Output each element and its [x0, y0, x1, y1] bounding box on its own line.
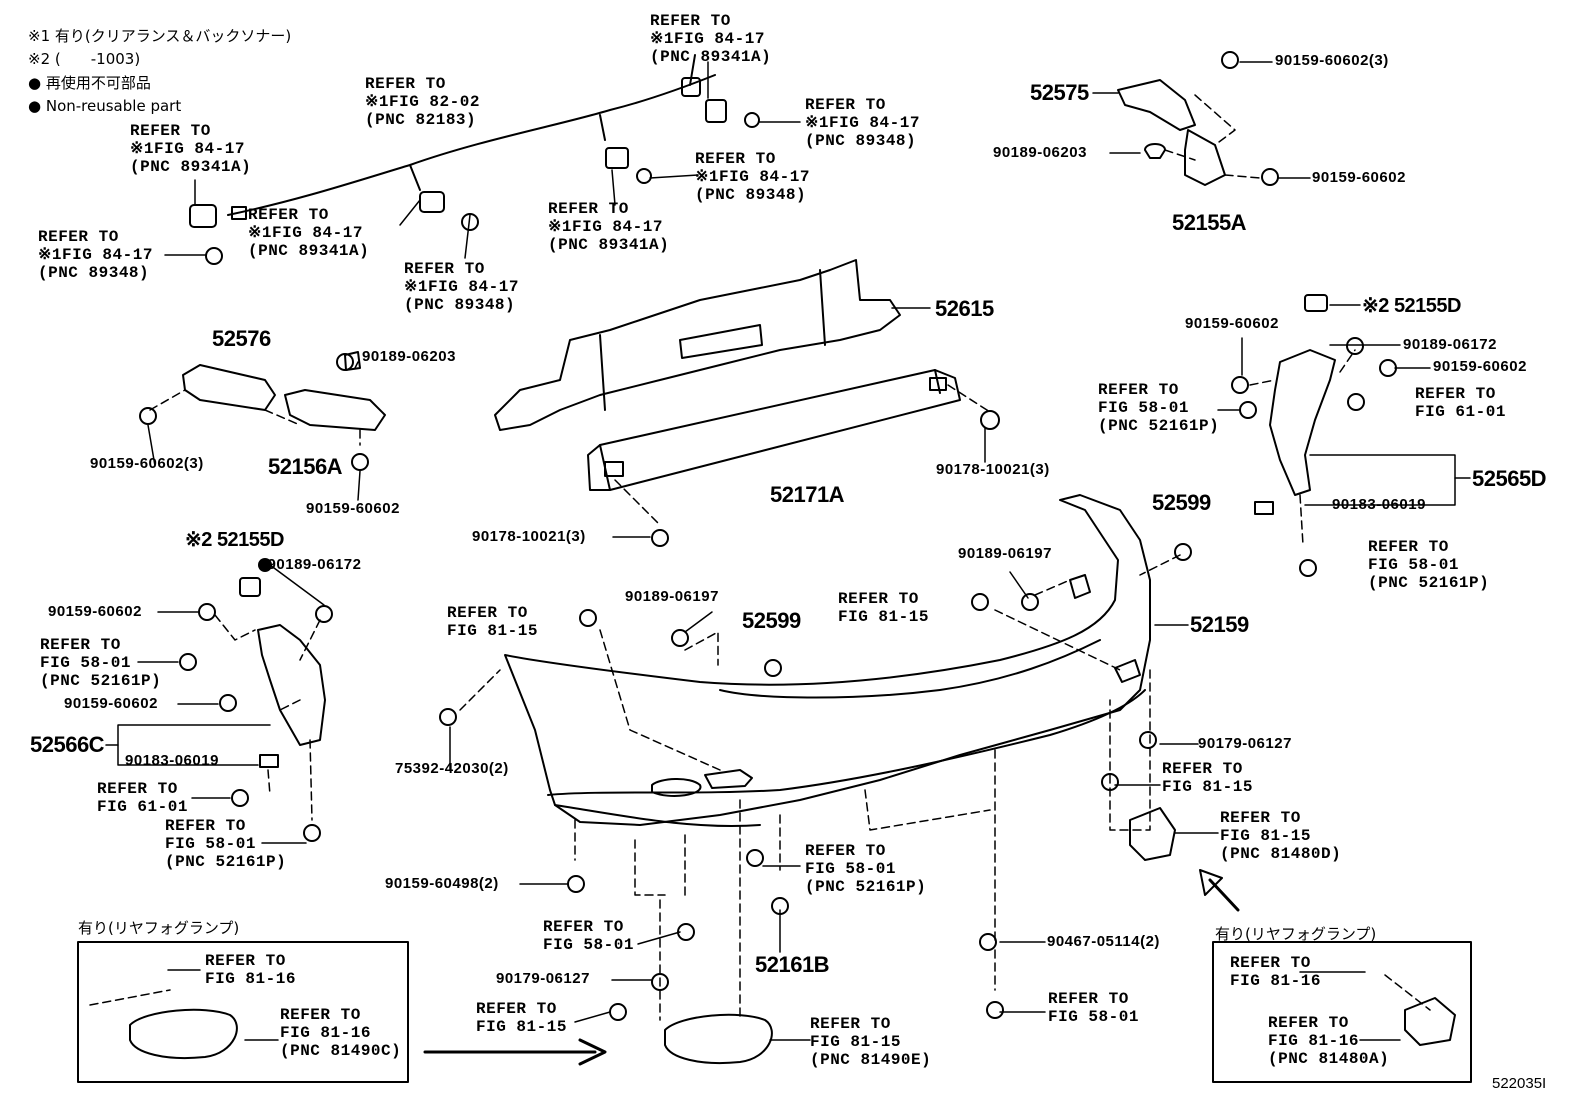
hardware-code-label[interactable]: 90179-06127 — [496, 970, 590, 987]
hardware-code-label[interactable]: 90159-60602 — [1433, 358, 1527, 375]
refer-callout[interactable]: REFER TO ※1FIG 82-02 (PNC 82183) — [365, 75, 480, 129]
refer-callout[interactable]: REFER TO ※1FIG 84-17 (PNC 89341A) — [650, 12, 772, 66]
refer-callout[interactable]: REFER TO FIG 58-01 — [543, 918, 634, 954]
legend-note-nonreusable-en: ● Non-reusable part — [28, 97, 182, 115]
refer-callout[interactable]: REFER TO FIG 81-15 (PNC 81490E) — [810, 1015, 932, 1069]
hardware-code-label[interactable]: 90189-06203 — [362, 348, 456, 365]
refer-callout[interactable]: REFER TO ※1FIG 84-17 (PNC 89348) — [38, 228, 153, 282]
refer-callout[interactable]: REFER TO FIG 58-01 (PNC 52161P) — [165, 817, 287, 871]
refer-callout[interactable]: REFER TO ※1FIG 84-17 (PNC 89348) — [695, 150, 810, 204]
hardware-code-label[interactable]: 90183-06019 — [125, 752, 219, 769]
refer-callout[interactable]: REFER TO ※1FIG 84-17 (PNC 89341A) — [130, 122, 252, 176]
part-number-label[interactable]: 52566C — [30, 732, 105, 757]
refer-callout[interactable]: REFER TO FIG 61-01 — [97, 780, 188, 816]
refer-callout[interactable]: REFER TO FIG 81-16 — [205, 952, 296, 988]
hardware-code-label[interactable]: 90183-06019 — [1332, 496, 1426, 513]
hardware-code-label[interactable]: 75392-42030(2) — [395, 760, 509, 777]
part-number-label[interactable]: 52599 — [742, 608, 801, 633]
refer-callout[interactable]: REFER TO ※1FIG 84-17 (PNC 89341A) — [248, 206, 370, 260]
part-number-label[interactable]: ※2 52155D — [185, 529, 285, 551]
refer-callout[interactable]: REFER TO FIG 81-16 (PNC 81490C) — [280, 1006, 402, 1060]
refer-callout[interactable]: REFER TO FIG 58-01 (PNC 52161P) — [1368, 538, 1490, 592]
part-number-label[interactable]: ※2 52155D — [1362, 295, 1462, 317]
hardware-code-label[interactable]: 90179-06127 — [1198, 735, 1292, 752]
refer-callout[interactable]: REFER TO FIG 58-01 (PNC 52161P) — [40, 636, 162, 690]
hardware-code-label[interactable]: 90467-05114(2) — [1047, 933, 1160, 950]
hardware-code-label[interactable]: 90189-06197 — [625, 588, 719, 605]
part-number-label[interactable]: 52599 — [1152, 490, 1211, 515]
refer-callout[interactable]: REFER TO FIG 81-15 — [447, 604, 538, 640]
hardware-code-label[interactable]: 90159-60498(2) — [385, 875, 499, 892]
hardware-code-label[interactable]: 90159-60602 — [64, 695, 158, 712]
hardware-code-label[interactable]: 90159-60602(3) — [1275, 52, 1389, 69]
refer-callout[interactable]: REFER TO ※1FIG 84-17 (PNC 89348) — [404, 260, 519, 314]
figure-id: 522035I — [1492, 1075, 1547, 1092]
hardware-code-label[interactable]: 90178-10021(3) — [472, 528, 586, 545]
rear-fog-lamp-box-caption: 有り(リヤフォグランプ) — [78, 919, 240, 937]
refer-callout[interactable]: REFER TO FIG 81-16 — [1230, 954, 1321, 990]
part-number-label[interactable]: 52155A — [1172, 210, 1247, 235]
refer-callout[interactable]: REFER TO ※1FIG 84-17 (PNC 89348) — [805, 96, 920, 150]
refer-callout[interactable]: REFER TO FIG 81-15 — [1162, 760, 1253, 796]
refer-callout[interactable]: REFER TO FIG 58-01 (PNC 52161P) — [805, 842, 927, 896]
legend-note-nonreusable-jp: ● 再使用不可部品 — [28, 74, 151, 92]
hardware-code-label[interactable]: 90159-60602 — [48, 603, 142, 620]
part-number-label[interactable]: 52565D — [1472, 466, 1547, 491]
hardware-code-label[interactable]: 90159-60602 — [1312, 169, 1406, 186]
refer-callout[interactable]: REFER TO FIG 61-01 — [1415, 385, 1506, 421]
part-number-label[interactable]: 52156A — [268, 454, 343, 479]
refer-callout[interactable]: REFER TO FIG 81-16 (PNC 81480A) — [1268, 1014, 1390, 1068]
refer-callout[interactable]: REFER TO FIG 81-15 — [838, 590, 929, 626]
refer-callout[interactable]: REFER TO ※1FIG 84-17 (PNC 89341A) — [548, 200, 670, 254]
hardware-code-label[interactable]: 90189-06197 — [958, 545, 1052, 562]
hardware-code-label[interactable]: 90159-60602(3) — [90, 455, 204, 472]
rear-fog-lamp-box-caption: 有り(リヤフォグランプ) — [1215, 925, 1377, 943]
part-number-label[interactable]: 52615 — [935, 296, 994, 321]
part-number-label[interactable]: 52576 — [212, 326, 271, 351]
legend-note-serial-range: ※2 ( -1003) — [28, 50, 141, 68]
refer-callout[interactable]: REFER TO FIG 81-15 (PNC 81480D) — [1220, 809, 1342, 863]
hardware-code-label[interactable]: 90159-60602 — [1185, 315, 1279, 332]
part-number-label[interactable]: 52575 — [1030, 80, 1089, 105]
part-number-label[interactable]: 52171A — [770, 482, 845, 507]
hardware-code-label[interactable]: ●90189-06172 — [258, 556, 362, 573]
legend-note-clearance-sonar: ※1 有り(クリアランス＆バックソナー) — [28, 27, 292, 45]
refer-callout[interactable]: REFER TO FIG 58-01 (PNC 52161P) — [1098, 381, 1220, 435]
part-number-label[interactable]: 52161B — [755, 952, 830, 977]
hardware-code-label[interactable]: 90189-06172 — [1403, 336, 1497, 353]
refer-callout[interactable]: REFER TO FIG 58-01 — [1048, 990, 1139, 1026]
refer-callout[interactable]: REFER TO FIG 81-15 — [476, 1000, 567, 1036]
part-number-label[interactable]: 52159 — [1190, 612, 1249, 637]
hardware-code-label[interactable]: 90159-60602 — [306, 500, 400, 517]
hardware-code-label[interactable]: 90189-06203 — [993, 144, 1087, 161]
hardware-code-label[interactable]: 90178-10021(3) — [936, 461, 1050, 478]
